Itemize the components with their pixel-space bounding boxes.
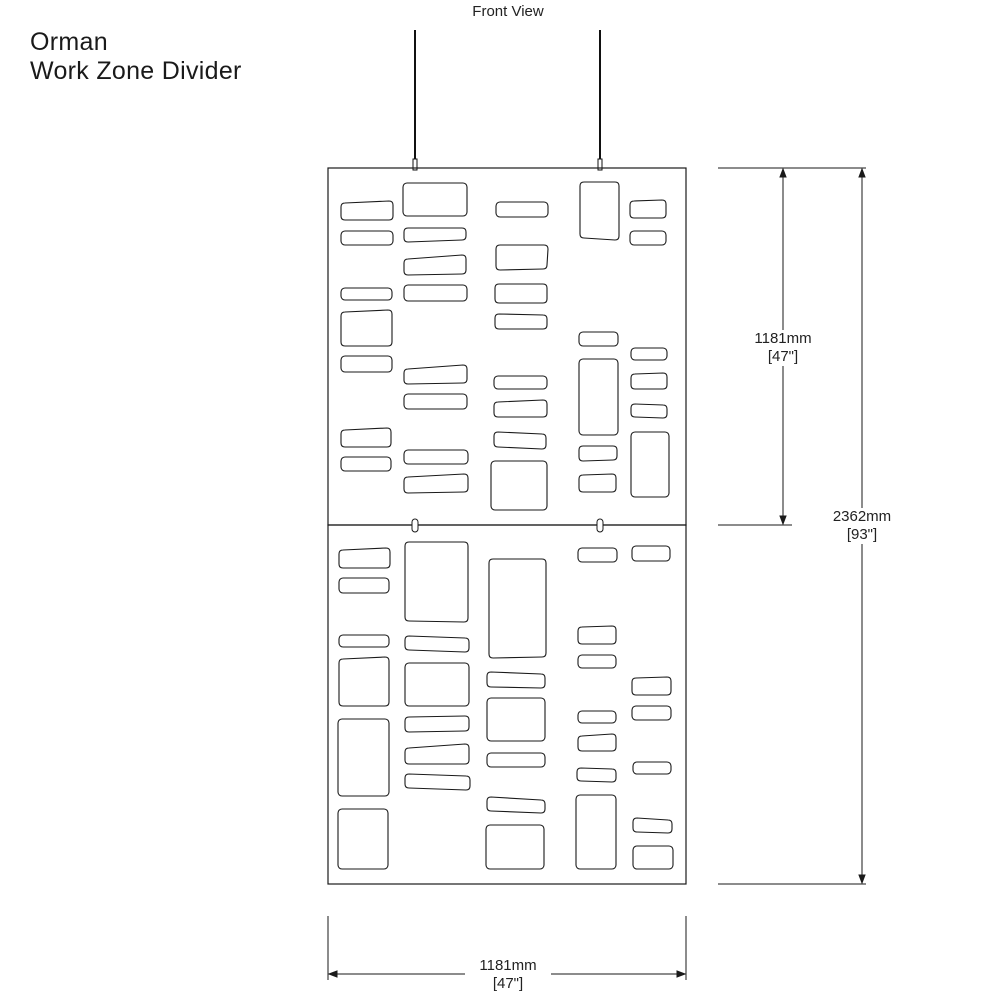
cutout <box>630 372 668 390</box>
cutout <box>338 634 390 648</box>
cutout <box>577 710 617 724</box>
cutout <box>493 399 548 418</box>
panel-height-label: 1181mm [47"] <box>738 330 828 366</box>
panel-connector-left <box>411 518 419 533</box>
cutout <box>578 358 619 436</box>
cutout <box>338 577 390 594</box>
cutout <box>490 460 548 511</box>
cutout <box>578 473 617 493</box>
cutout <box>493 375 548 390</box>
view-label: Front View <box>472 3 544 20</box>
product-title-line-1: Orman <box>30 28 108 56</box>
cutout <box>632 845 674 870</box>
cutout <box>340 355 393 373</box>
cutout <box>632 817 673 834</box>
cutout <box>340 427 392 448</box>
cutout <box>486 796 546 814</box>
width-mm: 1181mm <box>479 957 537 974</box>
cutout <box>404 662 470 707</box>
width-in: [47"] <box>492 975 524 992</box>
cutout <box>340 200 394 221</box>
cutout <box>494 313 548 330</box>
cutout <box>337 718 390 797</box>
cutout <box>495 201 549 218</box>
cutout <box>630 347 668 361</box>
lower-panel <box>327 524 687 885</box>
cutout <box>403 364 468 385</box>
cutout <box>631 705 672 721</box>
cutout <box>579 181 620 241</box>
panel-connector-right <box>596 518 604 533</box>
cutout <box>338 547 391 569</box>
cutout <box>493 431 547 450</box>
cutout <box>488 558 547 659</box>
cutout <box>632 761 672 775</box>
lower-panel-cutouts <box>337 541 674 870</box>
total-height-mm: 2362mm <box>832 508 892 525</box>
cutout <box>630 431 670 498</box>
cutout <box>404 715 470 733</box>
cutout <box>337 808 389 870</box>
cutout <box>340 287 393 301</box>
cutout <box>403 393 468 410</box>
cutout <box>485 824 545 870</box>
cutout <box>577 547 618 563</box>
cutout <box>495 244 549 271</box>
cutout <box>402 182 468 217</box>
cutout <box>578 445 618 462</box>
cutout <box>630 403 668 419</box>
cable-clip-right <box>597 158 603 171</box>
panel-height-mm: 1181mm <box>754 330 812 347</box>
width-label: 1181mm [47"] <box>465 957 551 993</box>
cutout <box>575 794 617 870</box>
cutout <box>340 309 393 347</box>
product-title-line-2: Work Zone Divider <box>30 57 242 85</box>
cutout <box>577 654 617 669</box>
cutout <box>404 743 470 765</box>
cutout <box>631 545 671 562</box>
cutout <box>578 331 619 347</box>
cutout <box>403 227 467 243</box>
cutout <box>340 230 394 246</box>
product-title: Orman Work Zone Divider <box>30 28 242 86</box>
total-height-in: [93"] <box>846 526 878 543</box>
cutout <box>403 473 469 494</box>
cutout <box>494 283 548 304</box>
cutout <box>486 697 546 742</box>
panel-height-in: [47"] <box>767 348 799 365</box>
cutout <box>629 230 667 246</box>
cutout <box>629 199 667 219</box>
cutout <box>631 676 672 696</box>
cutout <box>403 254 467 276</box>
dimension-lines <box>327 167 866 980</box>
cutout <box>486 752 546 768</box>
cutout <box>577 625 617 645</box>
cutout <box>404 541 469 623</box>
cutout <box>577 733 617 752</box>
cable-clip-left <box>412 158 418 171</box>
cutout <box>403 449 469 465</box>
cutout <box>403 284 468 302</box>
upper-panel-cutouts <box>340 181 670 511</box>
cutout <box>338 656 390 707</box>
cutout <box>404 773 471 791</box>
cutout <box>404 635 470 653</box>
cutout <box>486 671 546 689</box>
cutout <box>576 767 617 783</box>
cutout <box>340 456 392 472</box>
total-height-label: 2362mm [93"] <box>817 508 907 544</box>
